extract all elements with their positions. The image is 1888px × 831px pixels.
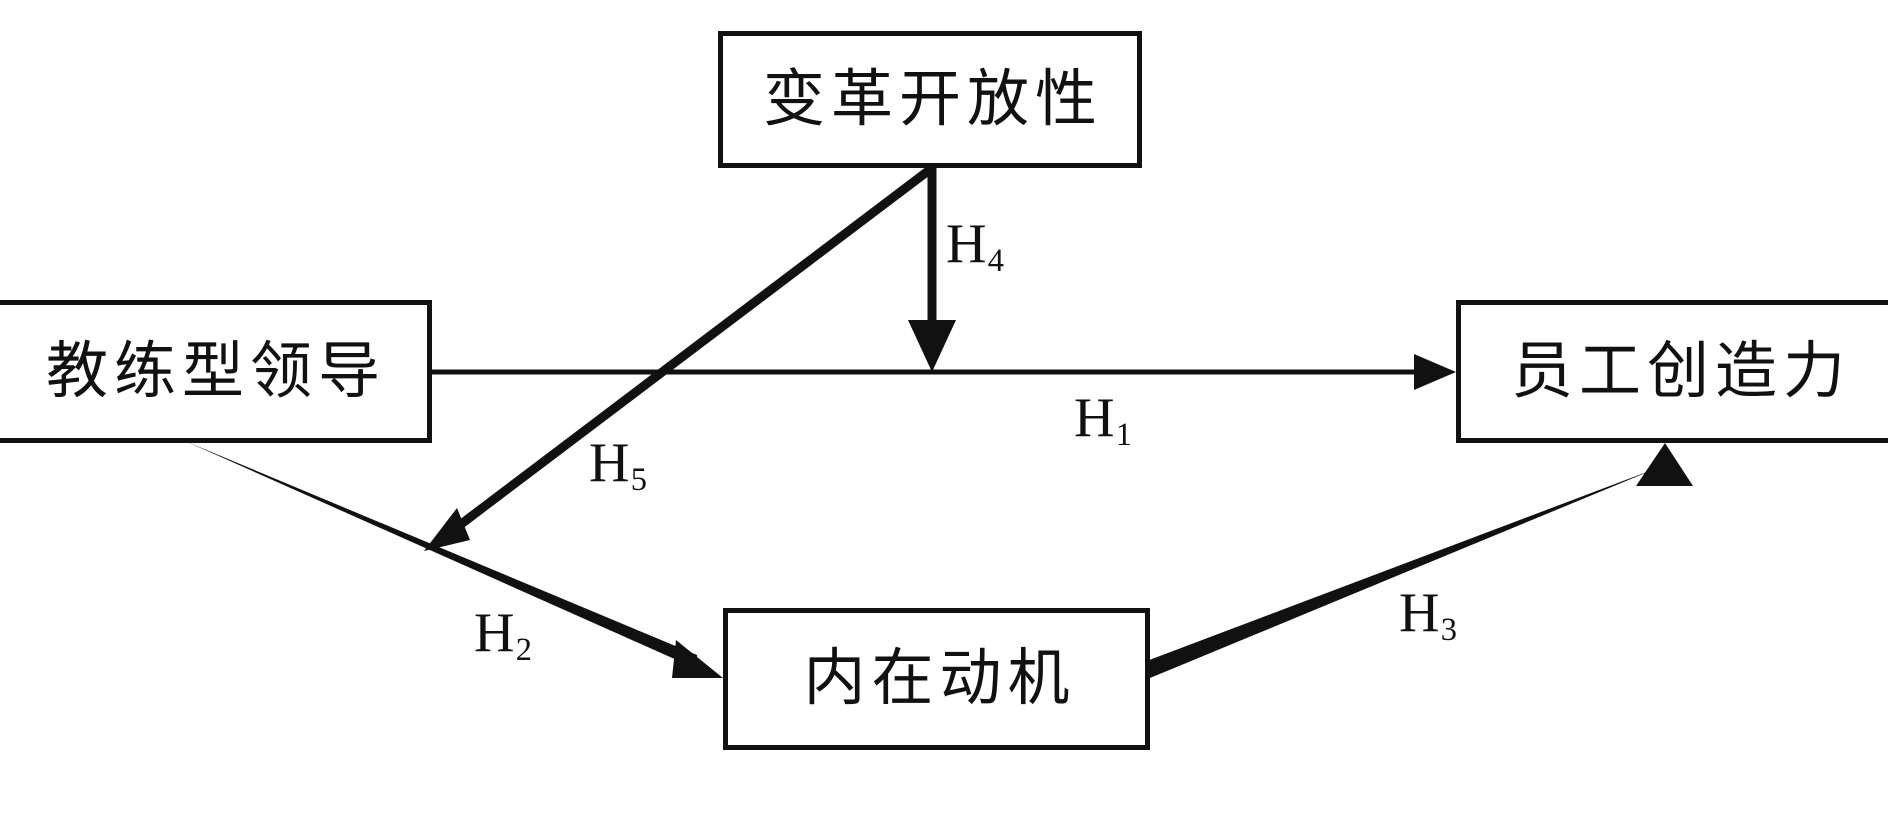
edge-label-h3: H3 [1399,582,1457,646]
edge-label-h3-subscript: 3 [1440,612,1457,649]
node-openness-to-change[interactable]: 变革开放性 [718,31,1142,168]
edge-h3-arrowhead [1636,443,1693,486]
edge-label-h4-subscript: 4 [987,243,1004,280]
edge-h5 [424,164,935,551]
edge-h5-arrowhead [424,508,470,551]
node-intrinsic-motivation[interactable]: 内在动机 [723,608,1150,750]
node-employee-creativity-label: 员工创造力 [1510,337,1851,406]
edge-label-h4-letter: H [946,213,987,275]
edge-label-h2: H2 [474,602,532,666]
edge-label-h5-subscript: 5 [630,462,647,499]
edge-h5-line [445,164,935,538]
edge-h1 [432,354,1456,390]
edge-h1-arrowhead [1414,354,1456,390]
edge-h4-arrowhead [908,320,956,372]
edge-h3-line [1144,467,1660,678]
edge-label-h1-subscript: 1 [1115,417,1132,454]
edge-label-h2-letter: H [474,602,515,664]
edge-label-h1: H1 [1074,387,1132,451]
node-coaching-leadership[interactable]: 教练型领导 [0,300,432,443]
node-intrinsic-motivation-label: 内在动机 [803,645,1076,713]
node-employee-creativity[interactable]: 员工创造力 [1456,300,1888,443]
edge-h2-line [185,441,697,669]
edge-label-h5: H5 [589,432,647,496]
node-coaching-leadership-label: 教练型领导 [45,337,386,406]
edge-label-h5-letter: H [589,432,630,494]
edge-label-h2-subscript: 2 [515,632,532,669]
edge-h3 [1144,443,1693,678]
edge-h4 [908,168,956,372]
edge-label-h4: H4 [946,213,1004,277]
edge-label-h3-letter: H [1399,582,1440,644]
edge-label-h1-letter: H [1074,387,1115,449]
edge-h2-arrowhead [672,640,723,678]
edge-h2 [185,441,723,678]
node-openness-to-change-label: 变革开放性 [762,65,1103,134]
